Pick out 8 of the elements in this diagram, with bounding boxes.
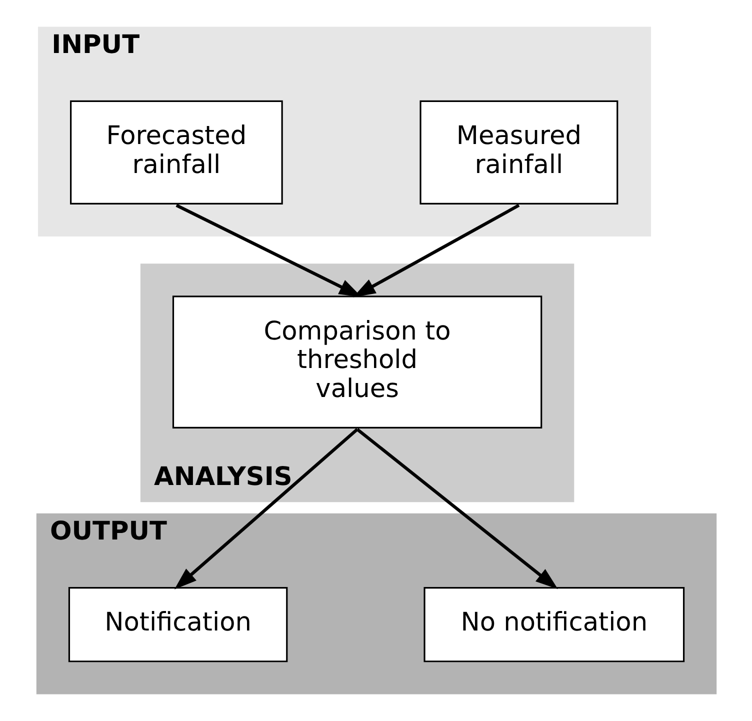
arrow [174, 428, 358, 590]
arrow [352, 204, 520, 298]
node-box: Comparison to threshold values [172, 296, 542, 429]
node-box: Forecasted rainfall [70, 100, 282, 204]
arrow [356, 428, 558, 590]
node-box: No notification [423, 586, 684, 662]
node-box: Notification [68, 586, 288, 662]
node-box: Measured rainfall [419, 100, 618, 204]
